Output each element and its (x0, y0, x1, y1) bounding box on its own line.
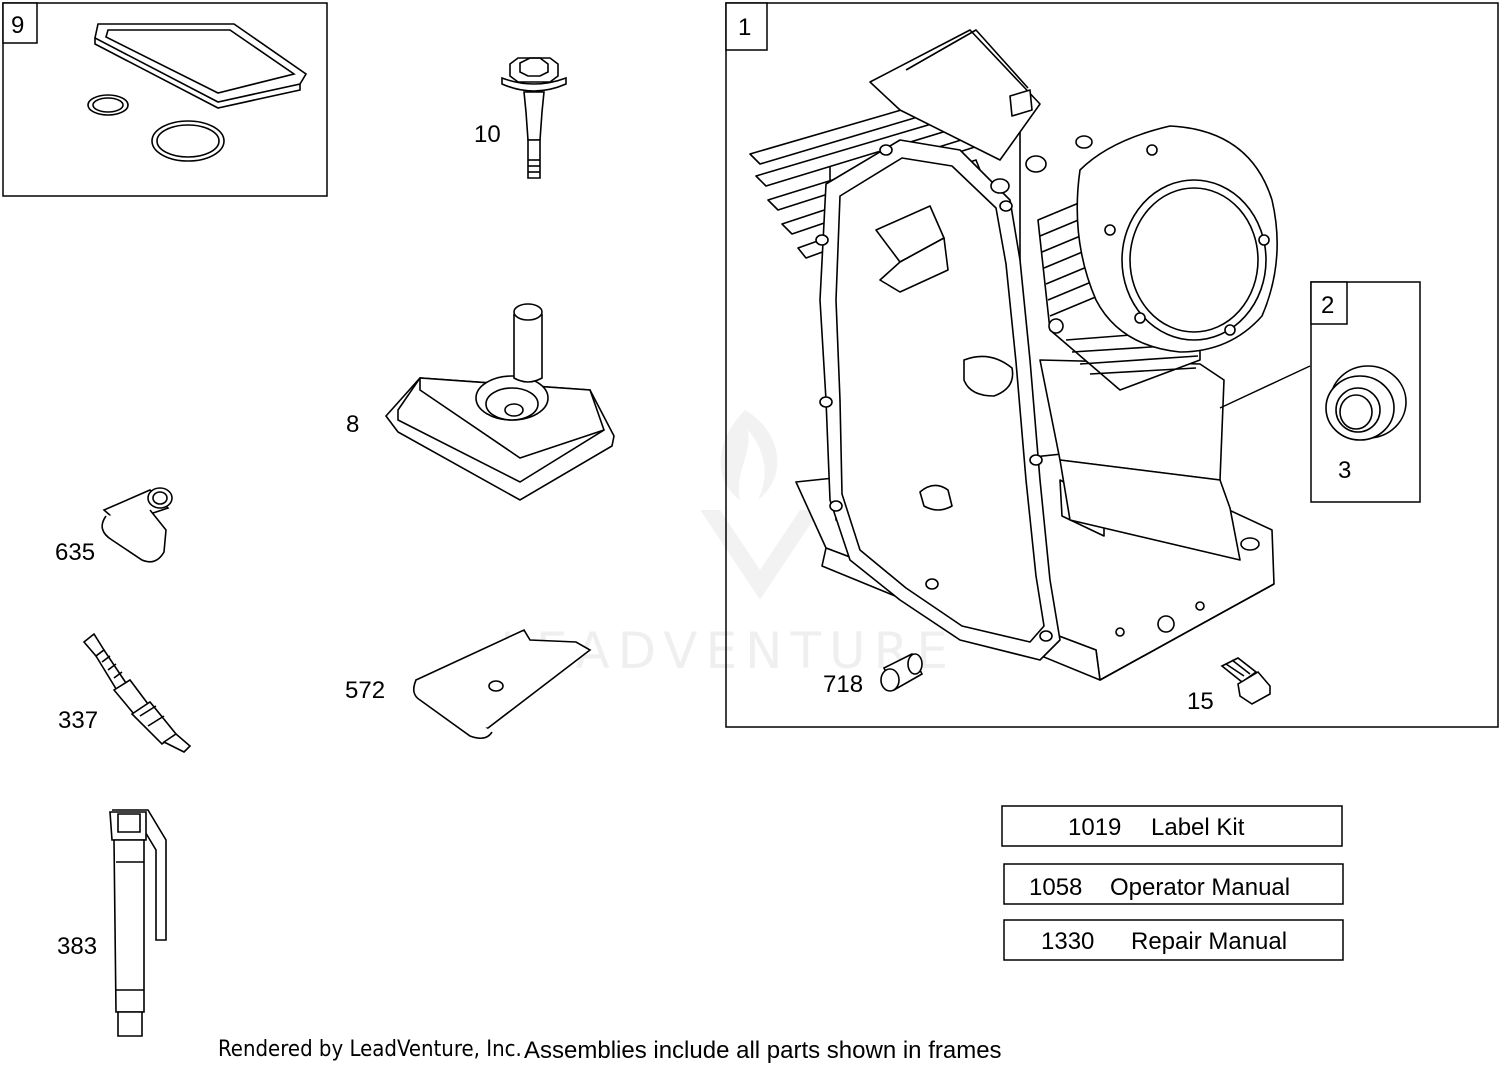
extra-item-operator-manual: 1058 Operator Manual (1003, 863, 1344, 905)
frame-1: 1 (725, 2, 1499, 728)
footer-note: Assemblies include all parts shown in fr… (524, 1037, 1002, 1064)
callout-8: 8 (346, 411, 359, 438)
elbow-tube-part (101, 487, 173, 563)
callout-3: 3 (1338, 457, 1351, 484)
bolt-part (501, 57, 567, 179)
clip-part (412, 628, 592, 740)
frame-number-1: 1 (738, 14, 751, 41)
plug-wrench-part (109, 809, 167, 1037)
oil-seal-part (1325, 365, 1407, 441)
callout-383: 383 (57, 933, 97, 960)
engine-block-part (749, 29, 1278, 681)
extra-label: Operator Manual (1110, 874, 1290, 901)
frame-number-9: 9 (11, 12, 24, 39)
extra-item-label-kit: 1019 Label Kit (1001, 805, 1343, 847)
drain-plug-part (1220, 657, 1271, 705)
extra-number: 1330 (1041, 928, 1094, 955)
frame-9: 9 (2, 2, 328, 197)
spark-plug-part (82, 632, 192, 753)
extras-list: 1019 Label Kit 1058 Operator Manual 1330… (1001, 805, 1344, 961)
callout-337: 337 (58, 707, 98, 734)
breather-cover-part (384, 303, 615, 501)
callout-718: 718 (823, 671, 863, 698)
dowel-sleeve-part (880, 652, 924, 692)
frame-2: 2 3 (1310, 281, 1421, 503)
frame-number-2: 2 (1321, 292, 1334, 319)
extra-number: 1019 (1068, 814, 1121, 841)
callout-572: 572 (345, 677, 385, 704)
callout-635: 635 (55, 539, 95, 566)
callout-15: 15 (1187, 688, 1214, 715)
extra-label: Label Kit (1151, 814, 1245, 841)
extra-number: 1058 (1029, 874, 1082, 901)
leader-line (1219, 365, 1311, 409)
extra-label: Repair Manual (1131, 928, 1287, 955)
callout-10: 10 (474, 121, 501, 148)
footer-rendered-by: Rendered by LeadVenture, Inc. (218, 1037, 522, 1062)
gasket-part (87, 23, 308, 162)
extra-item-repair-manual: 1330 Repair Manual (1003, 919, 1344, 961)
